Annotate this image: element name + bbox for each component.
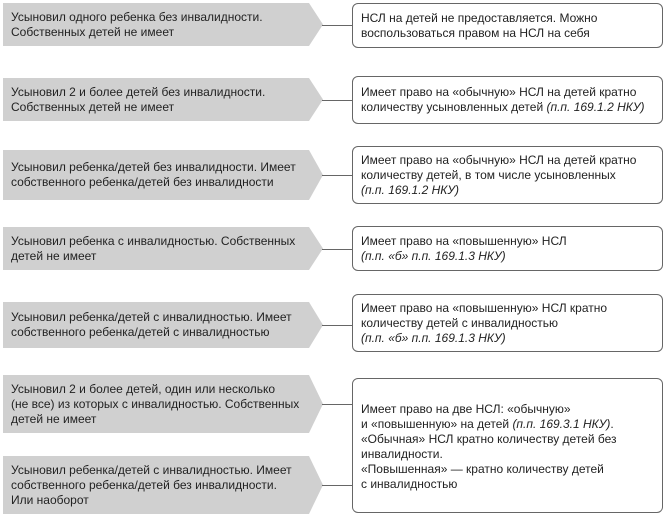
result-box-1: НСЛ на детей не предоставляется. Можно в…: [352, 3, 663, 48]
result-text: НСЛ на детей не предоставляется. Можно в…: [361, 10, 598, 40]
condition-text: Усыновил ребенка/детей без инвалидности.…: [11, 160, 296, 189]
result-text: Имеет право на «повышенную» НСЛ (п.п. «б…: [361, 233, 567, 263]
result-text: Имеет право на «повышенную» НСЛ кратно к…: [361, 300, 608, 345]
result-box-5: Имеет право на «повышенную» НСЛ кратно к…: [352, 294, 663, 352]
result-box-2: Имеет право на «обычную» НСЛ на детей кр…: [352, 76, 663, 124]
result-box-3: Имеет право на «обычную» НСЛ на детей кр…: [352, 146, 663, 204]
connector-line: [322, 325, 352, 326]
result-box-4: Имеет право на «повышенную» НСЛ (п.п. «б…: [352, 226, 663, 271]
result-box-shared: Имеет право на две НСЛ: «обычную» и «пов…: [352, 378, 663, 513]
condition-text: Усыновил 2 и более детей без инвалидност…: [11, 84, 266, 114]
condition-box-6: Усыновил 2 и более детей, один или неско…: [3, 375, 323, 433]
result-text: Имеет право на «обычную» НСЛ на детей кр…: [361, 152, 637, 197]
connector-line: [322, 100, 352, 101]
connector-line: [322, 25, 352, 26]
result-text: Имеет право на две НСЛ: «обычную» и «пов…: [361, 401, 617, 491]
condition-text: Усыновил ребенка/детей с инвалидностью. …: [11, 310, 292, 339]
result-text: Имеет право на «обычную» НСЛ на детей кр…: [361, 85, 645, 114]
condition-text: Усыновил 2 и более детей, один или неско…: [11, 381, 300, 426]
condition-box-2: Усыновил 2 и более детей без инвалидност…: [3, 78, 323, 121]
condition-box-4: Усыновил ребенка с инвалидностью. Собств…: [3, 227, 323, 270]
condition-box-3: Усыновил ребенка/детей без инвалидности.…: [3, 150, 323, 200]
connector-line: [322, 175, 352, 176]
condition-text: Усыновил ребенка с инвалидностью. Собств…: [11, 233, 296, 263]
connector-line: [322, 404, 352, 405]
condition-text: Усыновил одного ребенка без инвалидности…: [11, 9, 263, 39]
connector-line: [322, 485, 352, 486]
condition-text: Усыновил ребенка/детей с инвалидностью. …: [11, 462, 292, 507]
condition-box-7: Усыновил ребенка/детей с инвалидностью. …: [3, 456, 323, 514]
connector-line: [322, 249, 352, 250]
condition-box-5: Усыновил ребенка/детей с инвалидностью. …: [3, 302, 323, 348]
condition-box-1: Усыновил одного ребенка без инвалидности…: [3, 3, 323, 46]
